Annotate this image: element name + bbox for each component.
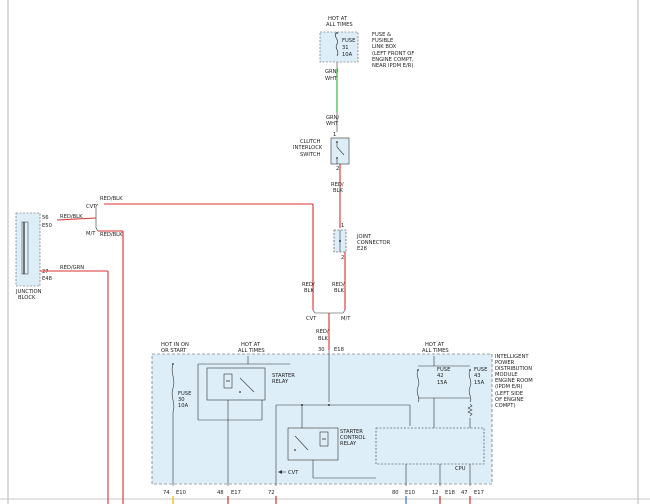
diagram-label: BLOCK (18, 295, 36, 301)
diagram-label: 31 (342, 45, 349, 51)
diagram-label: FUSIBLE (372, 38, 393, 44)
diagram-label: RELAY (340, 441, 357, 447)
fuse-link-box: HOT AT ALL TIMES FUSE 31 10A FUSE & FUSI… (319, 16, 414, 69)
ipdm-bottom-pins: 74 E10 48 E17 72 80 E10 12 E18 47 E17 (163, 490, 484, 496)
diagram-label: RED/ (302, 282, 315, 288)
diagram-label: DISTRIBUTION (495, 366, 532, 372)
diagram-label: RED/ (332, 282, 345, 288)
diagram-label: 74 (163, 490, 170, 496)
diagram-label: 30 (318, 347, 325, 353)
clutch-interlock-switch: 1 2 CLUTCH INTERLOCK SWITCH (293, 132, 350, 172)
diagram-label: 15A (437, 380, 448, 386)
diagram-label: CPU (455, 466, 466, 472)
diagram-label: E18 (445, 490, 455, 496)
diagram-label: FUSE (437, 367, 450, 373)
diagram-label: 10A (342, 52, 353, 58)
diagram-label: NEAR IPDM E/R) (372, 63, 413, 69)
diagram-label: (IPDM E/R) (495, 384, 522, 390)
diagram-label: RED/BLK (60, 214, 83, 220)
diagram-label: OF ENGINE (495, 397, 524, 403)
diagram-label: CVT (288, 470, 299, 476)
diagram-label: 80 (392, 490, 399, 496)
diagram-label: (LEFT SIDE (495, 391, 523, 397)
joint-connector-e28: 1 2 JOINT CONNECTOR E28 (333, 223, 391, 261)
diagram-label: 2 (341, 255, 344, 261)
diagram-label: 2 (336, 166, 339, 172)
diagram-label: FUSE (342, 38, 355, 44)
diagram-label: STARTER (340, 429, 363, 435)
diagram-label: RED/GRN (60, 265, 84, 271)
diagram-label: FUSE & (372, 32, 391, 38)
diagram-label: 72 (268, 490, 275, 496)
diagram-label: SWITCH (300, 152, 320, 158)
diagram-label: E48 (42, 276, 52, 282)
diagram-label: ENGINE ROOM (495, 378, 533, 384)
diagram-label: GRN/ (325, 69, 339, 75)
junction-block: 56 E50 27 E48 JUNCTION BLOCK (15, 212, 52, 301)
ipdm-er: 30 E18 HOT IN ON OR START HOT AT ALL TIM… (151, 342, 533, 486)
diagram-label: E10 (405, 490, 415, 496)
diagram-label: RELAY (272, 379, 289, 385)
diagram-label: M/T (341, 316, 351, 322)
diagram-label: FUSE (178, 391, 191, 397)
diagram-label: BLK (334, 288, 344, 294)
diagram-label: JUNCTION (15, 289, 42, 295)
diagram-label: 42 (437, 373, 444, 379)
diagram-label: JOINT (356, 234, 372, 240)
diagram-label: GRN/ (326, 115, 340, 121)
diagram-label: CLUTCH (300, 139, 321, 145)
diagram-label: ALL TIMES (326, 22, 353, 28)
diagram-label: HOT AT (241, 342, 261, 348)
diagram-label: INTERLOCK (293, 145, 323, 151)
diagram-label: RED/ (331, 182, 344, 188)
diagram-label: BLK (304, 288, 314, 294)
diagram-label: CVT (306, 316, 317, 322)
diagram-label: ALL TIMES (238, 348, 265, 354)
diagram-label: 1 (333, 132, 336, 138)
diagram-label: ALL TIMES (422, 348, 449, 354)
diagram-label: BLK (318, 336, 328, 342)
diagram-label: E17 (231, 490, 241, 496)
diagram-label: E50 (42, 223, 52, 229)
diagram-label: MODULE (495, 372, 518, 378)
diagram-label: 27 (42, 269, 49, 275)
diagram-label: POWER (495, 360, 515, 366)
diagram-label: COMPT) (495, 403, 516, 409)
diagram-label: 56 (42, 215, 49, 221)
diagram-label: WHT (325, 76, 338, 82)
diagram-label: HOT AT (425, 342, 445, 348)
diagram-label: E17 (474, 490, 484, 496)
diagram-label: INTELLIGENT (495, 354, 529, 360)
diagram-label: 43 (474, 373, 481, 379)
diagram-label: 47 (461, 490, 468, 496)
diagram-label: FUSE (474, 367, 487, 373)
diagram-label: (LEFT FRONT OF (372, 51, 414, 57)
diagram-label: 15A (474, 380, 485, 386)
diagram-label: CVT (86, 204, 97, 210)
diagram-label: M/T (86, 231, 96, 237)
diagram-label: WHT (326, 121, 339, 127)
diagram-label: OR START (161, 348, 187, 354)
diagram-label: BLK (333, 188, 343, 194)
diagram-label: HOT IN ON (161, 342, 189, 348)
diagram-label: 10A (178, 403, 189, 409)
diagram-label: RED/BLK (100, 232, 123, 238)
diagram-label: ENGINE COMPT, (372, 57, 414, 63)
diagram-label: 30 (178, 397, 185, 403)
diagram-label: STARTER (272, 373, 295, 379)
diagram-label: 12 (432, 490, 439, 496)
diagram-label: 1 (341, 223, 344, 229)
diagram-label: LINK BOX (372, 44, 397, 50)
diagram-label: 48 (217, 490, 224, 496)
diagram-label: CONTROL (340, 435, 365, 441)
diagram-label: CONNECTOR (357, 240, 391, 246)
diagram-label: RED/BLK (100, 196, 123, 202)
diagram-label: E10 (176, 490, 186, 496)
diagram-label: E28 (357, 246, 367, 252)
diagram-label: HOT AT (328, 16, 348, 22)
diagram-label: E18 (334, 347, 344, 353)
diagram-label: RED/ (316, 329, 329, 335)
